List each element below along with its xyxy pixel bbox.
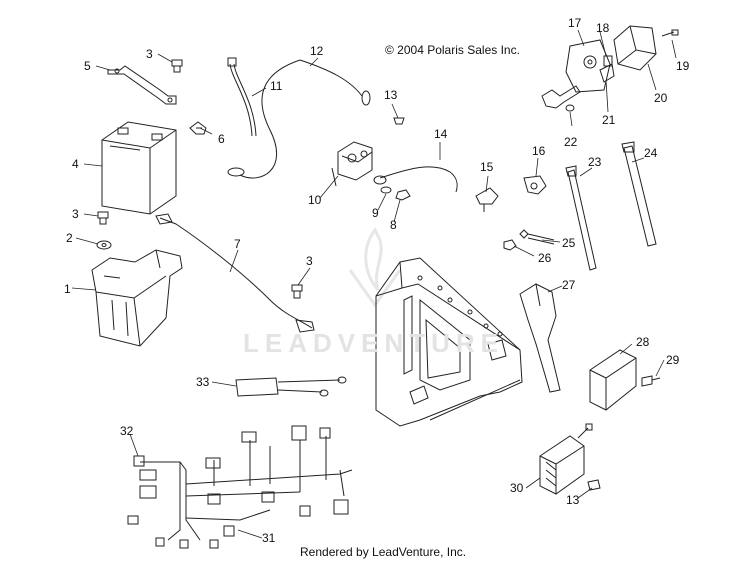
part-25-bolt xyxy=(519,229,555,245)
watermark-logo xyxy=(348,227,402,308)
part-3-bolt-top xyxy=(171,59,183,73)
callout-15: 15 xyxy=(480,160,494,174)
callout-25: 25 xyxy=(562,236,576,250)
callout-24: 24 xyxy=(644,146,658,160)
callout-21: 21 xyxy=(602,113,616,127)
callout-13-top: 13 xyxy=(384,88,398,102)
callout-8: 8 xyxy=(390,218,397,232)
part-1-battery-box xyxy=(91,249,183,347)
part-27-bracket xyxy=(519,283,561,393)
copyright-text: © 2004 Polaris Sales Inc. xyxy=(385,43,520,57)
leader-lines xyxy=(71,29,677,539)
part-22-washer xyxy=(565,104,575,112)
callout-11: 11 xyxy=(270,79,283,93)
part-29-screw xyxy=(641,375,661,387)
part-9-washer xyxy=(380,186,392,194)
part-17-switch xyxy=(565,39,611,93)
part-14-cable xyxy=(373,166,458,193)
part-3-bolt-mid xyxy=(97,211,109,225)
callout-18: 18 xyxy=(596,21,610,35)
part-12-cable xyxy=(227,59,371,179)
part-13-screw-top xyxy=(393,117,405,125)
callout-22: 22 xyxy=(564,135,578,149)
callout-13-low: 13 xyxy=(566,493,580,507)
callout-12: 12 xyxy=(310,44,324,58)
callout-30: 30 xyxy=(510,481,524,495)
callout-29: 29 xyxy=(666,353,680,367)
part-23-tie xyxy=(565,165,597,271)
callout-20: 20 xyxy=(654,91,668,105)
callout-7: 7 xyxy=(234,237,241,251)
part-21-boot xyxy=(599,63,615,83)
callout-14: 14 xyxy=(434,127,448,141)
callout-16: 16 xyxy=(532,144,546,158)
callout-19: 19 xyxy=(676,59,690,73)
part-10-solenoid xyxy=(331,141,373,187)
part-2-washer xyxy=(96,240,112,250)
part-6-clip xyxy=(189,121,207,135)
watermark-text: LEADVENTURE xyxy=(243,328,505,358)
part-33-harness xyxy=(235,376,347,397)
part-30-regulator xyxy=(539,423,593,495)
part-19-screw xyxy=(661,29,679,37)
callout-5: 5 xyxy=(84,59,91,73)
mounting-panel xyxy=(375,257,523,427)
part-11-cable xyxy=(227,57,257,137)
footer-text: Rendered by LeadVenture, Inc. xyxy=(300,545,467,559)
callout-1: 1 xyxy=(64,282,71,296)
callout-4: 4 xyxy=(72,157,79,171)
part-20-cover xyxy=(613,25,657,71)
part-15-fuse xyxy=(475,187,499,212)
part-13-screw-low xyxy=(587,479,601,491)
callout-28: 28 xyxy=(636,335,650,349)
callout-10: 10 xyxy=(308,193,322,207)
callout-6: 6 xyxy=(218,132,225,146)
part-26-nut xyxy=(503,239,517,251)
part-5-bracket xyxy=(107,65,177,105)
part-32-main-harness xyxy=(127,425,353,549)
callout-27: 27 xyxy=(562,278,576,292)
callout-26: 26 xyxy=(538,251,552,265)
callout-9: 9 xyxy=(372,206,379,220)
callout-3-top: 3 xyxy=(146,47,153,61)
part-16-grommet xyxy=(523,175,547,195)
callout-31: 31 xyxy=(262,531,276,545)
callout-33: 33 xyxy=(196,375,210,389)
callout-3-low: 3 xyxy=(306,254,313,268)
part-8-nut xyxy=(395,189,411,201)
part-28-module xyxy=(589,349,637,411)
callout-23: 23 xyxy=(588,155,602,169)
callout-3-mid: 3 xyxy=(72,207,79,221)
part-3-bolt-low xyxy=(291,284,303,299)
part-4-battery xyxy=(101,121,177,215)
callout-32: 32 xyxy=(120,424,134,438)
callout-17: 17 xyxy=(568,16,582,30)
part-24-tie xyxy=(621,141,657,247)
callout-2: 2 xyxy=(66,231,73,245)
part-key xyxy=(541,85,581,109)
part-7-cable xyxy=(155,213,315,333)
